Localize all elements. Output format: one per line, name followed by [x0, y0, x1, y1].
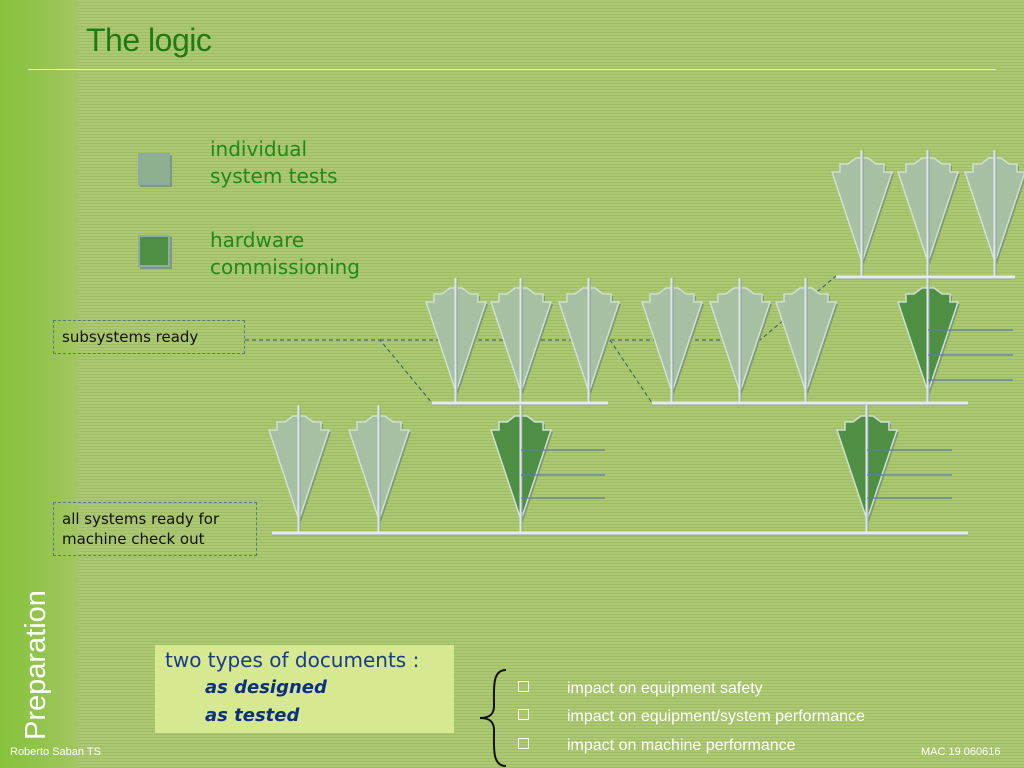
doc-type-as-tested: as tested	[205, 705, 300, 726]
checkbox-bullet-icon	[518, 738, 529, 749]
checkbox-bullet-icon	[518, 709, 529, 720]
legend-label-individual: individual system tests	[210, 136, 338, 190]
slide-title: The logic	[86, 22, 212, 58]
impact-item-safety: impact on equipment safety	[518, 680, 763, 698]
footer-meeting: MAC 19 060616	[921, 746, 1001, 758]
legend-commissioning-line1: hardware	[210, 228, 305, 252]
title-divider	[28, 69, 996, 70]
legend-individual-line1: individual	[210, 137, 308, 161]
documents-box: two types of documents : as designed as …	[155, 645, 454, 733]
subsystems-ready-note: subsystems ready	[53, 320, 245, 354]
legend-commissioning-line2: commissioning	[210, 255, 360, 279]
subsystems-ready-text: subsystems ready	[62, 328, 199, 346]
impact-item-machine: impact on machine performance	[518, 737, 796, 755]
legend-swatch-commissioning	[138, 235, 170, 267]
legend-label-commissioning: hardware commissioning	[210, 227, 360, 281]
documents-heading: two types of documents :	[165, 648, 420, 672]
impact-text-machine: impact on machine performance	[567, 737, 796, 754]
legend-swatch-individual	[138, 153, 170, 185]
checkbox-bullet-icon	[518, 681, 529, 692]
impact-text-safety: impact on equipment safety	[567, 680, 763, 697]
impact-item-performance: impact on equipment/system performance	[518, 708, 865, 726]
sidebar-band	[0, 0, 78, 768]
all-systems-line1: all systems ready for	[62, 510, 220, 528]
footer-author: Roberto Saban TS	[10, 746, 101, 758]
impact-text-performance: impact on equipment/system performance	[567, 708, 865, 725]
section-label: Preparation	[20, 590, 52, 740]
connector-dashed	[609, 339, 653, 404]
all-systems-ready-note: all systems ready for machine check out	[53, 502, 257, 556]
legend-individual-line2: system tests	[210, 164, 338, 188]
connector-dashed	[245, 339, 433, 404]
brace-icon	[479, 669, 507, 767]
all-systems-line2: machine check out	[62, 530, 205, 548]
doc-type-as-designed: as designed	[205, 677, 327, 698]
